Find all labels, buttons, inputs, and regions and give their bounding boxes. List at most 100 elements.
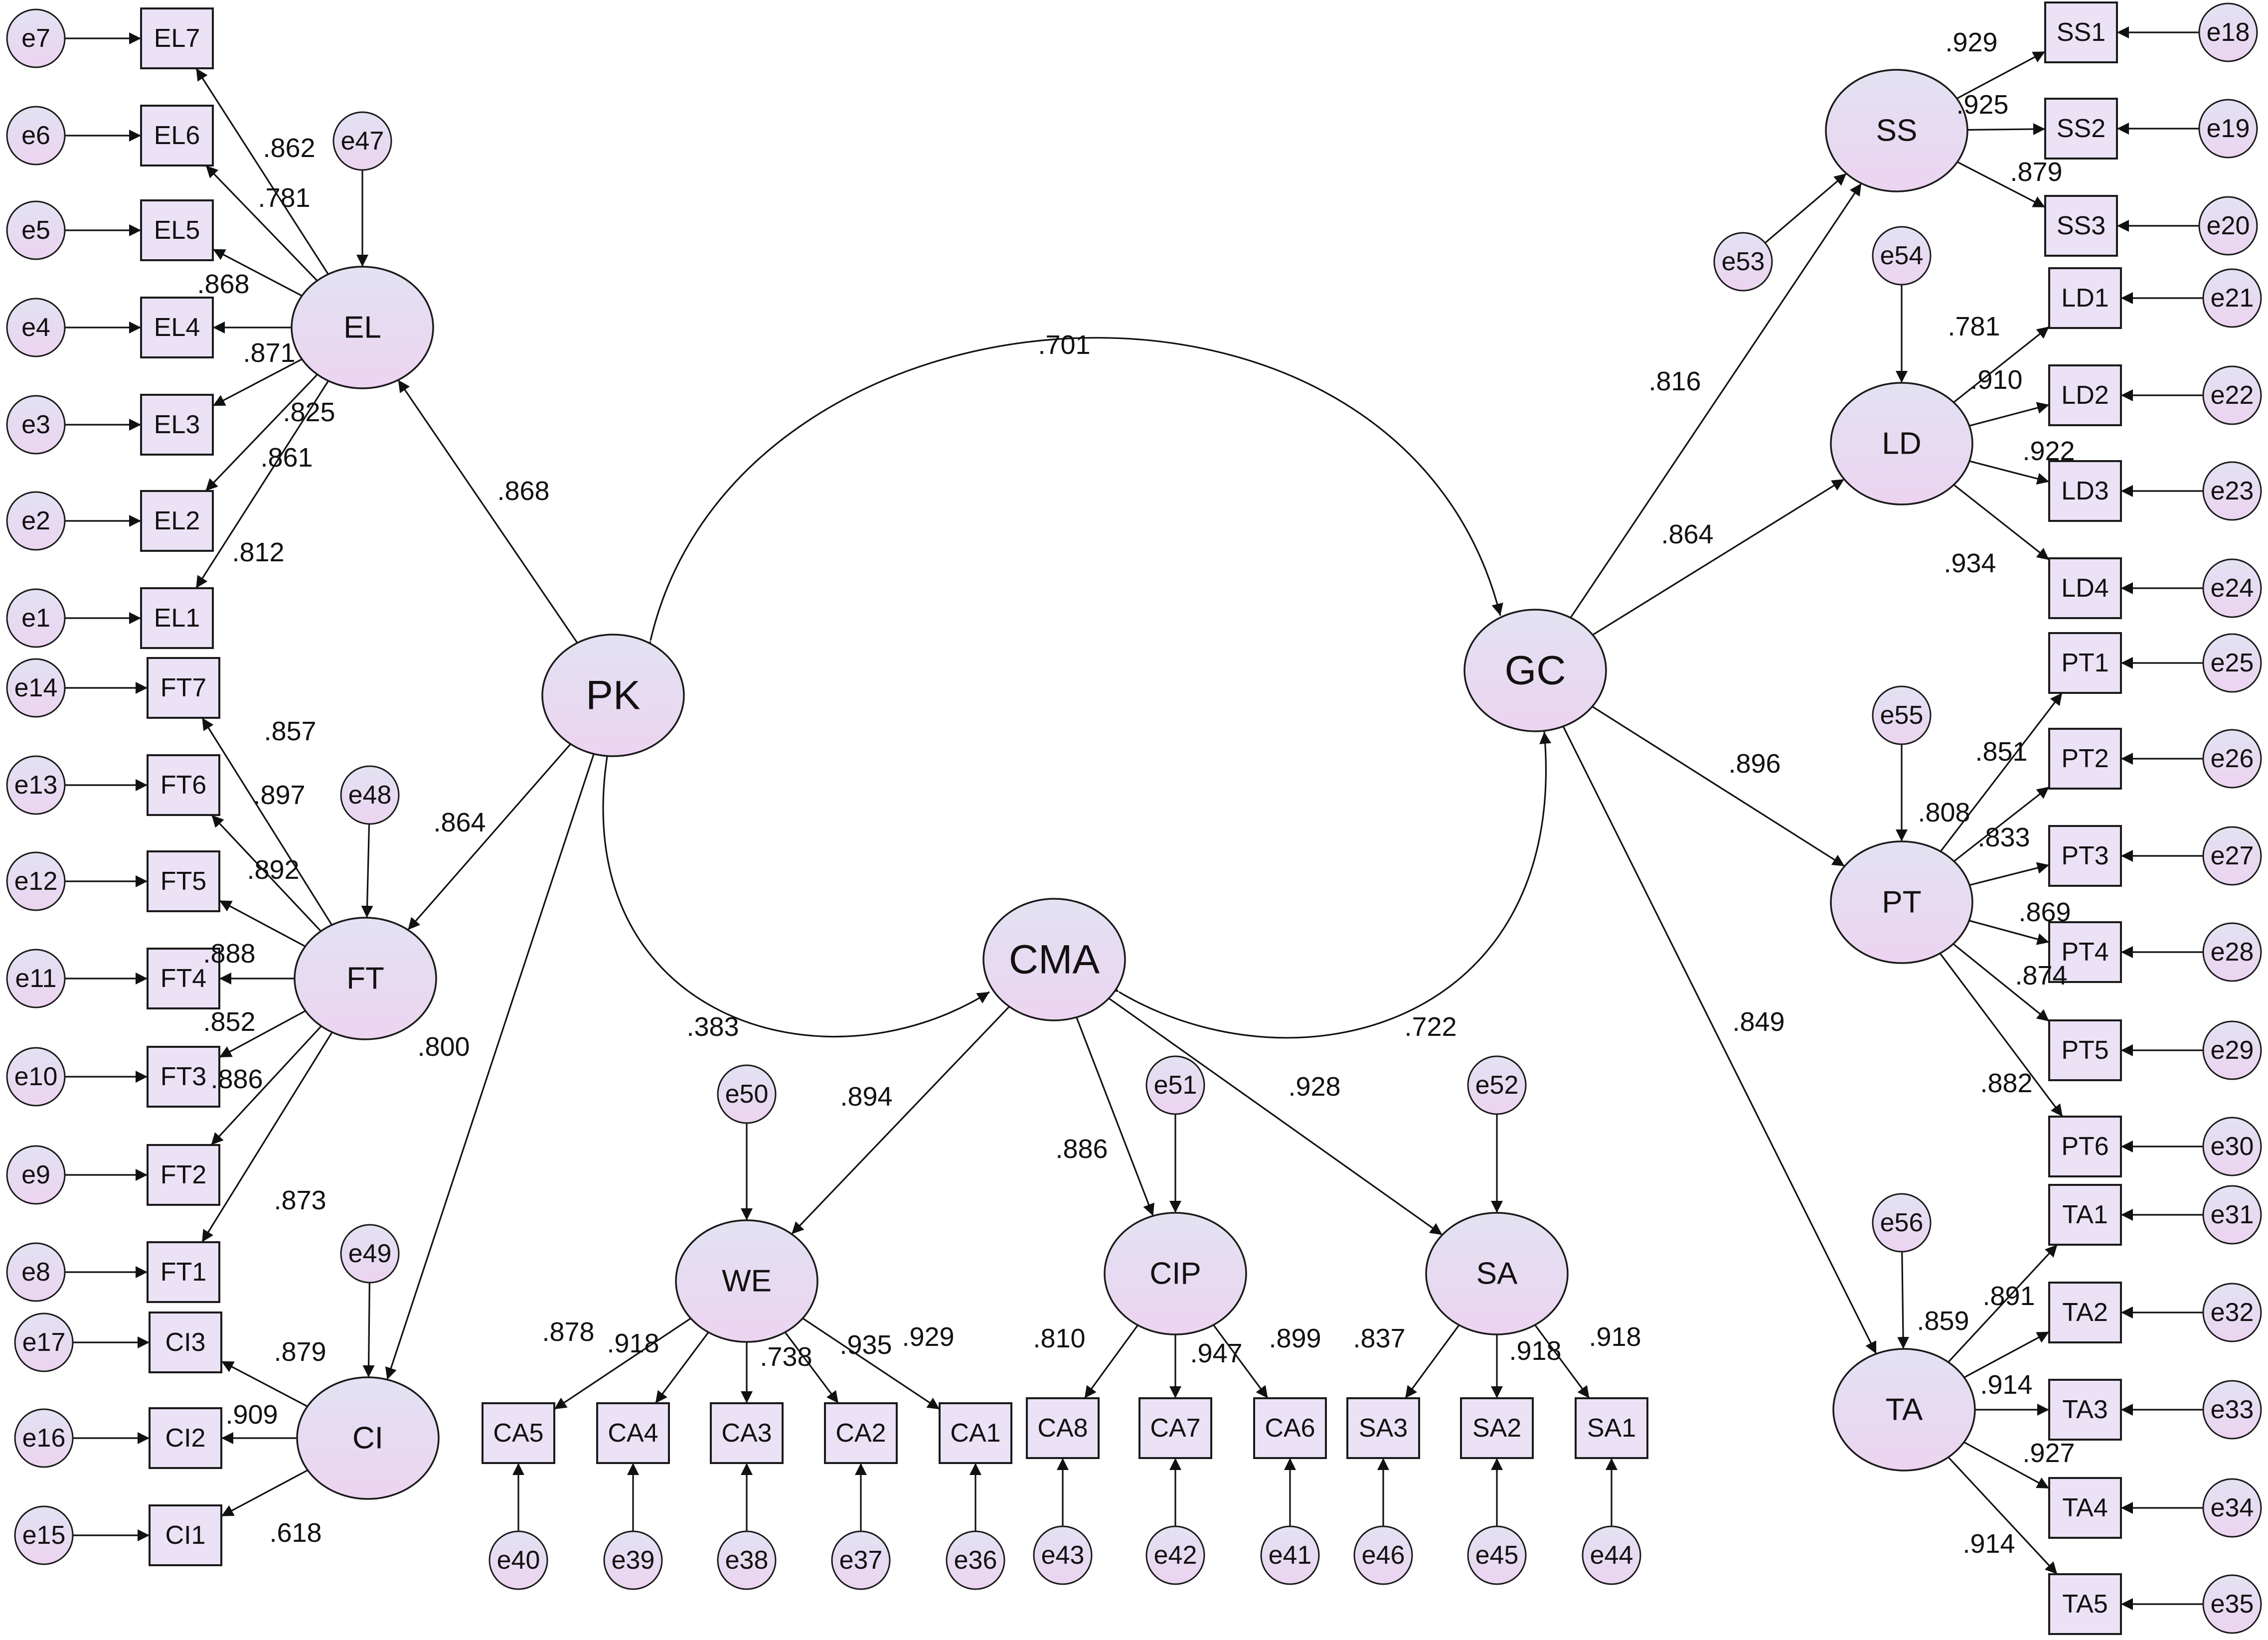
loading-LD-LD2 xyxy=(1969,402,2050,427)
loading-PT-PT6 xyxy=(1939,953,2064,1117)
error-label-e33: e33 xyxy=(2211,1395,2254,1424)
indicator-box-EL3 xyxy=(140,394,214,456)
error-label-e11: e11 xyxy=(15,964,57,993)
error-e4: e4 xyxy=(6,298,66,357)
error-label-e5: e5 xyxy=(21,216,50,245)
coef-CMA_WE: .894 xyxy=(840,1082,892,1112)
loading-TA-TA5 xyxy=(1947,1457,2058,1575)
error-circle-e15 xyxy=(14,1505,74,1565)
indicator-box-CI1 xyxy=(149,1504,222,1566)
error-circle-e34 xyxy=(2202,1478,2262,1538)
error-circle-e54 xyxy=(1872,226,1932,286)
error-circle-e38 xyxy=(717,1530,777,1590)
loading-PT-PT5 xyxy=(1952,943,2050,1022)
error-label-e1: e1 xyxy=(21,604,50,633)
error-label-e27: e27 xyxy=(2211,841,2254,870)
error-e42: e42 xyxy=(1145,1525,1205,1585)
coef-PT_PT3: .833 xyxy=(1977,822,2030,852)
path-GC-LD xyxy=(1592,478,1845,636)
latent-ellipse-PT xyxy=(1830,840,1973,964)
indicator-label-SS2: SS2 xyxy=(2057,114,2106,143)
loading-CIP-CA8 xyxy=(1084,1324,1138,1399)
covariance-PK-GC xyxy=(642,337,1503,654)
indicator-label-PT3: PT3 xyxy=(2061,841,2108,870)
loading-EL-EL2 xyxy=(205,374,318,492)
indicator-box-EL2 xyxy=(140,490,214,552)
error-e7: e7 xyxy=(6,8,66,68)
loading-EL-EL7 xyxy=(195,68,329,275)
indicator-label-FT2: FT2 xyxy=(161,1160,206,1189)
error-label-e26: e26 xyxy=(2211,744,2254,773)
path-CMA-CIP xyxy=(1076,1017,1154,1216)
indicator-label-CA4: CA4 xyxy=(608,1419,658,1448)
error-e56: e56 xyxy=(1872,1193,1932,1253)
indicator-box-FT6 xyxy=(147,754,220,816)
indicator-SA3: SA3 xyxy=(1346,1397,1420,1459)
coef-EL_EL6: .781 xyxy=(258,183,310,213)
coef-FT_FT6: .897 xyxy=(253,780,305,810)
loading-TA-TA2 xyxy=(1963,1331,2050,1378)
error-circle-e25 xyxy=(2202,633,2262,693)
indicator-EL3: EL3 xyxy=(140,394,214,456)
error-label-e23: e23 xyxy=(2211,477,2254,505)
error-label-e13: e13 xyxy=(14,771,58,800)
error-e23: e23 xyxy=(2202,461,2262,521)
error-circle-e56 xyxy=(1872,1193,1932,1253)
indicator-label-SS3: SS3 xyxy=(2057,211,2106,240)
indicator-box-CA2 xyxy=(824,1402,898,1464)
indicator-label-FT4: FT4 xyxy=(161,964,206,993)
coef-FT_FT4: .888 xyxy=(203,939,255,969)
indicator-label-TA3: TA3 xyxy=(2062,1395,2108,1424)
path-GC-SS xyxy=(1570,182,1862,619)
indicator-label-LD4: LD4 xyxy=(2061,574,2108,603)
coef-SS_SS1: .929 xyxy=(1945,27,1997,57)
error-circle-e55 xyxy=(1872,685,1932,745)
latent-EL: EL xyxy=(291,266,434,389)
coef-EL_EL2: .861 xyxy=(260,443,313,473)
loading-WE-CA2 xyxy=(784,1331,839,1404)
indicator-label-CI1: CI1 xyxy=(165,1521,206,1550)
loading-SS-SS2 xyxy=(1967,123,2046,136)
indicator-FT2: FT2 xyxy=(147,1144,220,1206)
coef-PT_PT1: .851 xyxy=(1975,737,2027,767)
error-circle-e50 xyxy=(717,1064,777,1124)
indicator-box-CA7 xyxy=(1138,1397,1212,1459)
error-circle-e9 xyxy=(6,1145,66,1205)
indicator-CI3: CI3 xyxy=(149,1312,222,1373)
indicator-label-CI3: CI3 xyxy=(165,1328,206,1357)
coef-EL_EL4: .871 xyxy=(243,338,295,368)
coef-GC_PT: .896 xyxy=(1728,749,1781,779)
error-e29: e29 xyxy=(2202,1020,2262,1080)
indicator-label-EL2: EL2 xyxy=(154,506,200,535)
latent-label-CI: CI xyxy=(352,1421,383,1456)
error-e52: e52 xyxy=(1467,1055,1527,1115)
indicator-LD1: LD1 xyxy=(2048,267,2122,329)
error-circle-e4 xyxy=(6,298,66,357)
latent-label-PT: PT xyxy=(1882,885,1921,920)
latent-CMA: CMA xyxy=(982,898,1126,1021)
indicator-box-FT5 xyxy=(147,850,220,912)
indicator-label-EL4: EL4 xyxy=(154,313,200,342)
indicator-box-LD2 xyxy=(2048,364,2122,426)
indicator-box-EL5 xyxy=(140,199,214,261)
latent-label-PK: PK xyxy=(586,673,640,718)
indicator-box-TA1 xyxy=(2048,1184,2122,1246)
error-label-e21: e21 xyxy=(2211,284,2254,313)
error-label-e20: e20 xyxy=(2207,211,2250,240)
indicator-label-FT6: FT6 xyxy=(161,771,206,800)
indicator-box-CA4 xyxy=(596,1402,670,1464)
loading-FT-FT7 xyxy=(201,717,333,926)
error-e43: e43 xyxy=(1033,1525,1093,1585)
error-e46: e46 xyxy=(1353,1525,1413,1585)
coef-EL_EL1: .812 xyxy=(232,537,284,567)
coef-GC_SS: .816 xyxy=(1648,366,1701,396)
path-GC-PT xyxy=(1592,705,1845,867)
indicator-box-PT6 xyxy=(2048,1116,2122,1177)
coef-SA_SA2: .918 xyxy=(1509,1336,1561,1366)
coef-PT_PT5: .874 xyxy=(2015,961,2067,990)
coef-EL_EL5: .868 xyxy=(197,269,249,299)
error-label-e48: e48 xyxy=(348,781,392,810)
indicator-box-LD3 xyxy=(2048,460,2122,522)
loading-FT-FT2 xyxy=(210,1025,322,1146)
